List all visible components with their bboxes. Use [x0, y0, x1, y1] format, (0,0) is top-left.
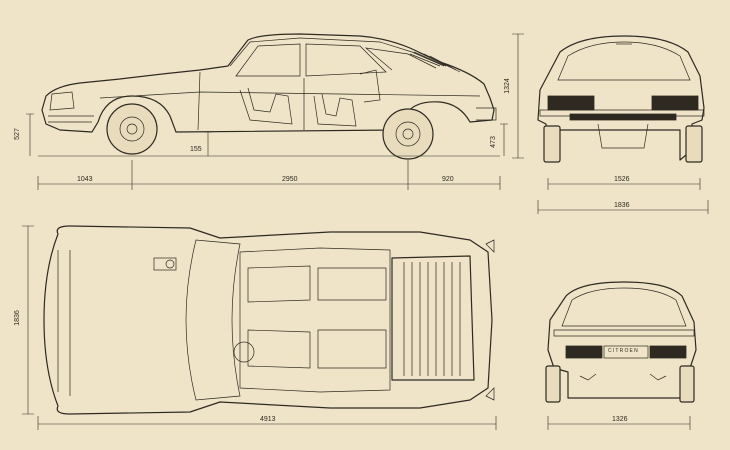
dim-front-bumper-height: 527	[13, 128, 21, 140]
dim-top-width: 1836	[13, 310, 21, 326]
rear-view	[545, 281, 697, 430]
side-view	[26, 33, 524, 190]
top-view	[22, 225, 497, 430]
dim-front-track: 1526	[614, 176, 630, 183]
dim-wheelbase: 2950	[282, 176, 298, 183]
dim-rear-bumper-height: 473	[489, 136, 497, 148]
dim-front-width: 1836	[614, 202, 630, 209]
front-view	[537, 35, 709, 214]
dim-rear-overhang: 920	[442, 176, 454, 183]
dim-overall-height: 1324	[503, 78, 511, 94]
rear-badge: CITROEN	[608, 348, 639, 354]
dim-overall-length: 4913	[260, 416, 276, 423]
dim-ground-clearance: 155	[190, 146, 202, 153]
dim-front-overhang: 1043	[77, 176, 93, 183]
dim-rear-track: 1326	[612, 416, 628, 423]
